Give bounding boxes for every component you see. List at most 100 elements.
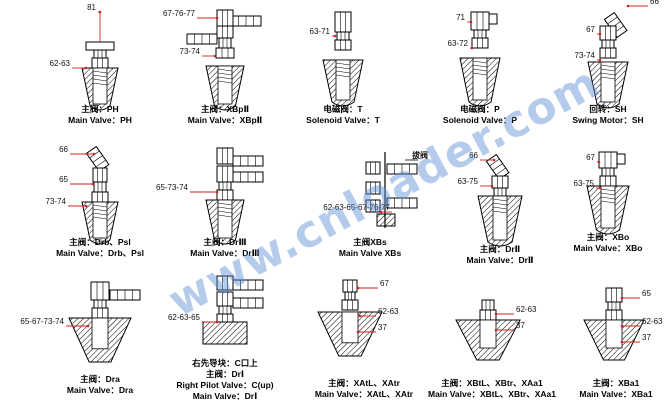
caption-line: Main Valve：XBo: [574, 243, 643, 253]
hex-nut: [598, 151, 618, 169]
caption-line: Solenoid Valve：P: [443, 115, 517, 125]
hex-nut: [91, 191, 109, 203]
caption-line: Main Valve：PH: [68, 115, 132, 125]
thread-line: [472, 72, 488, 76]
hex-nut: [491, 175, 509, 189]
part-number-label: 63-72: [448, 39, 469, 48]
leader-dot: [598, 58, 602, 62]
hex-nut: [493, 187, 507, 197]
caption-line: 主阀：DrⅡ: [480, 244, 521, 254]
caption-line: Main Valve：Dra: [67, 385, 133, 395]
hex-nut: [216, 189, 234, 201]
thread-line: [217, 214, 233, 218]
cell-xat: [317, 279, 383, 357]
caption-line: Main Valve XBs: [339, 248, 402, 258]
part-number-label: 62-63: [50, 59, 71, 68]
cell-xbo: [586, 151, 630, 235]
angled-ring: [489, 158, 500, 167]
thread-line: [217, 206, 233, 210]
cell-dra: [66, 281, 141, 363]
cell-sh: [587, 4, 648, 109]
caption-line: 右先导块：C口上: [191, 358, 258, 368]
side-boss: [616, 153, 626, 165]
cell-dr3: [190, 147, 264, 245]
cell-dr2: [477, 153, 523, 247]
hex-nut: [605, 287, 623, 303]
caption-line: Main Valve：DrⅠ: [193, 391, 258, 401]
thread-line: [92, 82, 108, 86]
hex-nut: [599, 25, 617, 41]
leader-dot: [620, 324, 624, 328]
hex-nut: [599, 175, 617, 187]
leader-dot: [494, 328, 498, 332]
part-number-label: 65-67-73-74: [20, 317, 64, 326]
leader-dot: [215, 320, 219, 324]
hex-nut: [605, 309, 623, 321]
hex-nut: [218, 305, 232, 315]
part-number-label: 67-76-77: [163, 9, 196, 18]
hex-nut: [473, 29, 487, 39]
thread-line: [335, 74, 351, 78]
cell-xbp2: [186, 9, 262, 111]
thread-line: [335, 70, 351, 74]
thread-line: [472, 68, 488, 72]
hex-nut: [93, 181, 107, 193]
thread-line: [600, 188, 616, 192]
angled-ring: [492, 163, 503, 171]
caption-line: 主阀：XBtL、XBtr、XAa1: [441, 378, 543, 388]
caption-line: 回转：SH: [589, 104, 626, 114]
leader-dot: [213, 54, 217, 58]
part-number-label: 37: [642, 333, 651, 342]
bore: [472, 57, 488, 101]
part-number-label: 37: [378, 323, 387, 332]
leader-dot: [598, 32, 602, 36]
hex-nut: [601, 167, 615, 177]
wing-nut: [85, 41, 115, 51]
part-number-label: 62-63: [642, 317, 663, 326]
cell-dr1: [202, 275, 264, 345]
caption-line: Main Valve：XBpⅡ: [188, 115, 263, 125]
hex-nut: [336, 31, 350, 41]
leader-dot: [84, 204, 88, 208]
caption-line: 主阀：Drb、Psl: [69, 237, 130, 247]
thread-line: [600, 192, 616, 196]
caption-line: 主阀：DrⅢ: [204, 237, 247, 247]
hex-nut: [218, 37, 232, 49]
angled-ring: [92, 155, 103, 163]
part-number-label: 62-63: [378, 307, 399, 316]
caption-line: 主阀：DrⅠ: [206, 369, 244, 379]
bore: [217, 199, 233, 239]
caption-line: Main Valve：XBa1: [579, 389, 653, 399]
part-number-label: 37: [516, 321, 525, 330]
part-number-label: 66: [469, 151, 478, 160]
part-number-label: 63-75: [574, 179, 595, 188]
thread-line: [600, 196, 616, 200]
part-number-label: 65-73-74: [156, 183, 189, 192]
thread-line: [492, 202, 508, 206]
bore: [91, 317, 109, 350]
hex-nut: [471, 37, 489, 49]
leader-dot: [494, 312, 498, 316]
thread-line: [92, 212, 108, 216]
cell-p: [459, 11, 501, 107]
leader-dot: [379, 210, 383, 214]
part-number-label: 63-75: [458, 177, 479, 186]
leader-dot: [490, 184, 494, 188]
leader-dot: [598, 186, 602, 190]
thread-line: [472, 64, 488, 68]
thread-line: [92, 70, 108, 74]
hex-nut: [344, 291, 356, 301]
cell-xbt: [455, 299, 521, 361]
thread-line: [335, 66, 351, 70]
bore: [92, 201, 108, 239]
bore: [92, 67, 108, 105]
hex-nut: [365, 199, 381, 213]
thread-line: [217, 80, 233, 84]
part-number-label: 73-74: [46, 197, 67, 206]
thread-line: [492, 210, 508, 214]
caption-line: Main Valve：Drb、Psl: [56, 248, 144, 258]
part-number-label: 62-63-65: [168, 313, 201, 322]
hex-nut: [470, 11, 490, 31]
part-number-label: 63-71: [310, 27, 331, 36]
